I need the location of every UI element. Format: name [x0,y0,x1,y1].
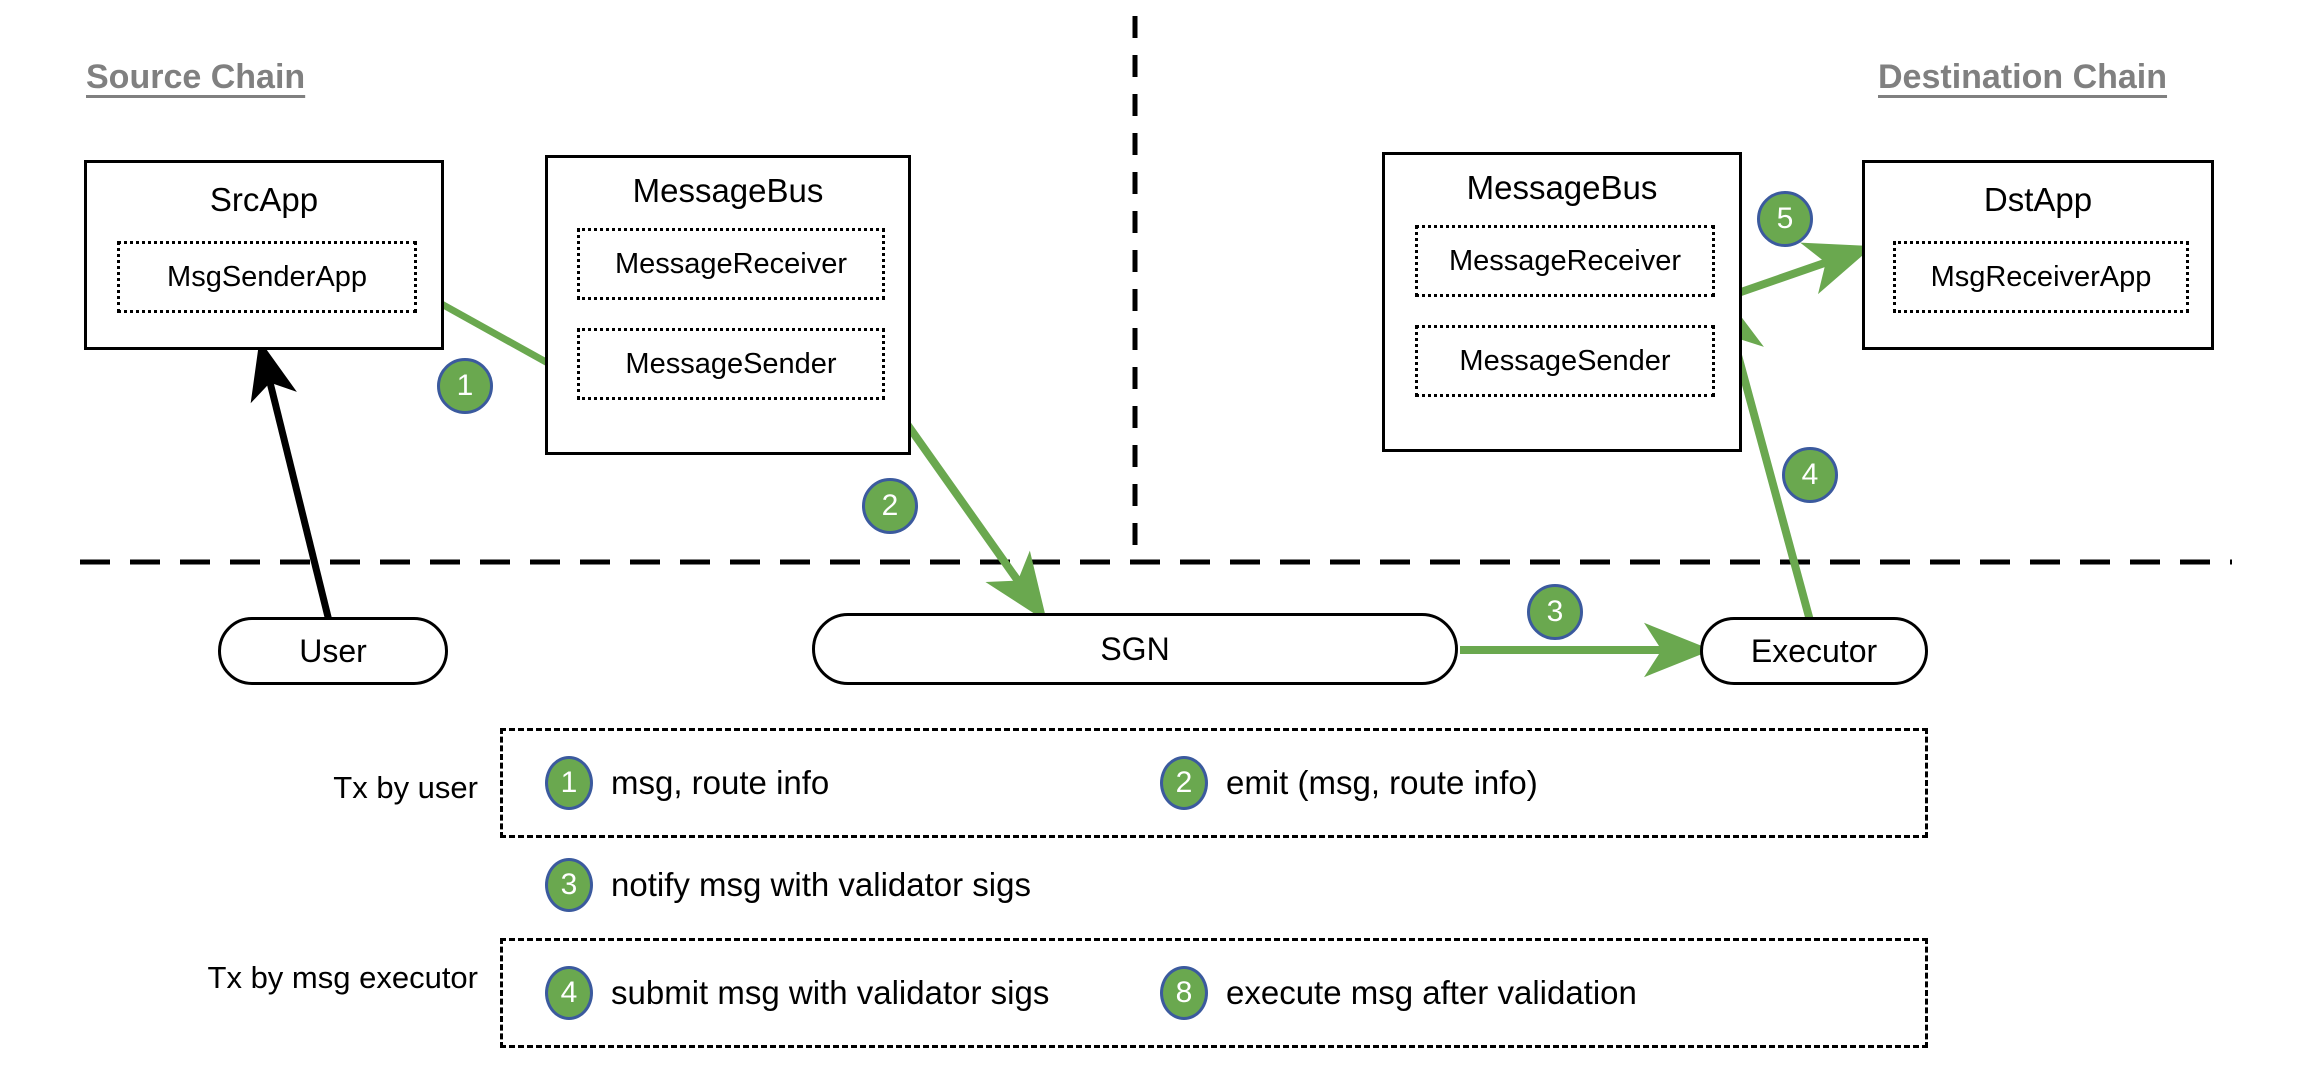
legend-row1-box [500,728,1928,838]
destination-message-bus-title: MessageBus [1466,169,1658,206]
source-message-bus-box[interactable]: MessageBus MessageReceiver MessageSender [545,155,911,455]
legend-text-4: submit msg with validator sigs [611,974,1050,1011]
destination-message-sender-box[interactable]: MessageSender [1415,325,1715,397]
source-chain-title: Source Chain [86,58,306,96]
source-message-bus-title: MessageBus [632,172,824,209]
flow-badge-4: 4 [1782,447,1838,503]
destination-message-bus-box[interactable]: MessageBus MessageReceiver MessageSender [1382,152,1742,452]
legend-item-1: 1 msg, route info [545,756,829,810]
src-app-title: SrcApp [209,181,319,218]
legend-text-1: msg, route info [611,764,830,801]
flow-badge-1: 1 [437,358,493,414]
legend-text-2: emit (msg, route info) [1226,764,1538,801]
legend-text-8: execute msg after validation [1226,974,1637,1011]
legend-badge-3: 3 [545,858,593,912]
legend-badge-8: 8 [1160,966,1208,1020]
legend-row3-label: Tx by msg executor [207,960,478,995]
sgn-node[interactable]: SGN [812,613,1458,685]
legend-badge-4: 4 [545,966,593,1020]
source-message-sender-box[interactable]: MessageSender [577,328,885,400]
msg-receiver-app-box[interactable]: MsgReceiverApp [1893,241,2189,313]
destination-message-receiver-box[interactable]: MessageReceiver [1415,225,1715,297]
src-app-box[interactable]: SrcApp MsgSenderApp [84,160,444,350]
flow-badge-3: 3 [1527,584,1583,640]
legend-badge-1: 1 [545,756,593,810]
legend-item-8: 8 execute msg after validation [1160,966,1637,1020]
source-message-receiver-box[interactable]: MessageReceiver [577,228,885,300]
dst-app-box[interactable]: DstApp MsgReceiverApp [1862,160,2214,350]
destination-chain-title: Destination Chain [1878,58,2168,96]
legend-item-2: 2 emit (msg, route info) [1160,756,1538,810]
legend-row3-box [500,938,1928,1048]
arrow-user-to-srcapp [250,339,334,626]
msg-sender-app-box[interactable]: MsgSenderApp [117,241,417,313]
legend-item-3: 3 notify msg with validator sigs [545,858,1031,912]
legend-text-3: notify msg with validator sigs [611,866,1031,903]
dst-app-title: DstApp [1983,181,2093,218]
executor-node[interactable]: Executor [1700,617,1928,685]
flow-badge-5: 5 [1757,191,1813,247]
legend-badge-2: 2 [1160,756,1208,810]
legend-row1-label: Tx by user [333,770,478,805]
legend-item-4: 4 submit msg with validator sigs [545,966,1049,1020]
user-node[interactable]: User [218,617,448,685]
flow-badge-2: 2 [862,478,918,534]
